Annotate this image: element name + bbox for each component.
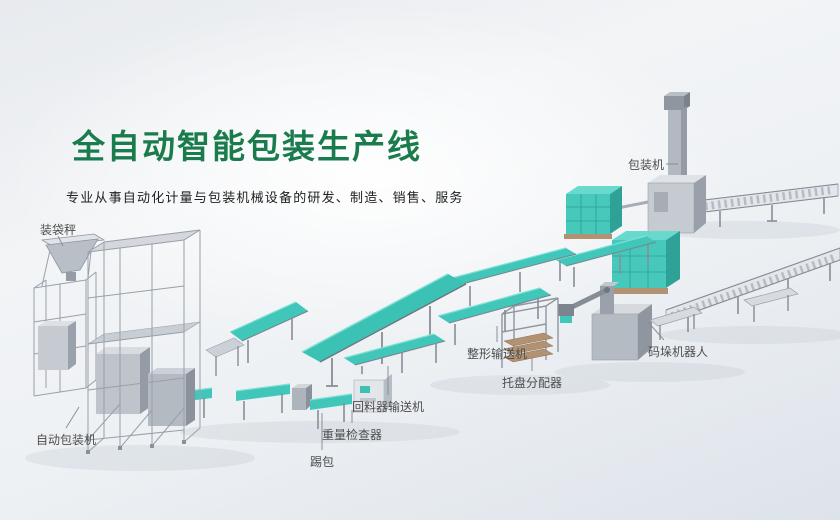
palletizing-robot-illustration: [558, 282, 703, 361]
kick-bag-device: [292, 384, 312, 410]
product-stacks: [564, 186, 681, 294]
pallet-dispenser-illustration: [501, 297, 559, 368]
label-pallet-dispenser: 托盘分配器: [502, 376, 563, 390]
label-return-feeder-conveyor: 回料器输送机: [352, 400, 425, 414]
leader-lines: [57, 163, 678, 450]
bagging-scale-hopper: [33, 233, 106, 397]
label-kick-bag: 踢包: [310, 455, 335, 469]
packing-machine-illustration: [617, 92, 706, 234]
weight-checker-illustration: [353, 374, 392, 413]
bagging-tower: [86, 229, 201, 454]
label-palletizing-robot: 码垛机器人: [648, 345, 709, 359]
page-title: 全自动智能包装生产线: [72, 127, 422, 166]
transfer-conveyor: [555, 235, 657, 287]
return-conveyor-illustration: [343, 333, 446, 386]
label-shaping-conveyor: 整形输送机: [467, 347, 528, 361]
curve-conveyor: [205, 301, 309, 376]
label-auto-bagging-machine: 自动包装机: [36, 433, 97, 447]
label-weight-checker: 重量检查器: [322, 428, 383, 442]
label-bagging-scale: 装袋秤: [40, 223, 77, 237]
label-packing-machine: 包装机: [628, 158, 665, 172]
shaping-conveyor-illustration: [437, 287, 552, 345]
ground-shadows: [25, 221, 840, 471]
page-subtitle: 专业从事自动化计量与包装机械设备的研发、制造、销售、服务: [66, 191, 464, 206]
upper-conveyor: [451, 247, 577, 306]
incline-conveyor: [301, 273, 467, 387]
